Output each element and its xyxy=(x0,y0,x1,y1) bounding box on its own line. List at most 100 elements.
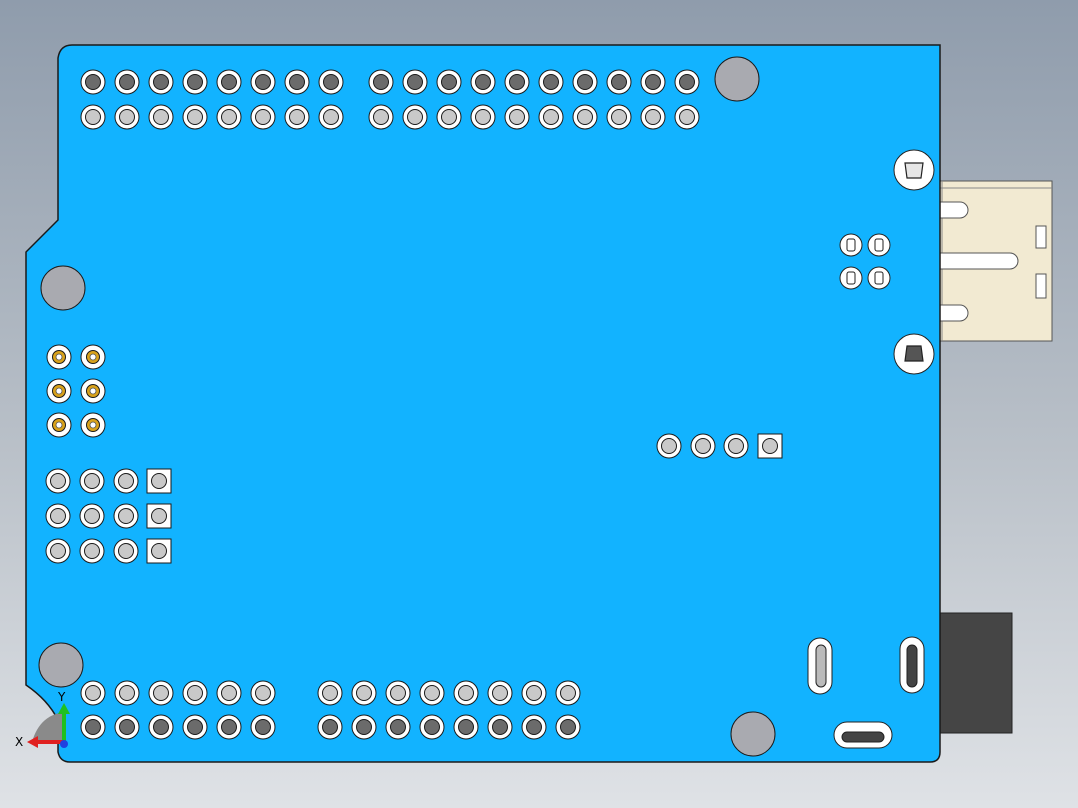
pin-hole xyxy=(119,109,135,125)
pin-hole xyxy=(424,719,440,735)
pin-hole xyxy=(84,508,100,524)
icsp-drill xyxy=(89,421,97,429)
pin-hole xyxy=(85,74,101,90)
pin-hole xyxy=(85,685,101,701)
pin-hole xyxy=(221,109,237,125)
pin-hole xyxy=(187,719,203,735)
pin-hole xyxy=(356,685,372,701)
pin-hole xyxy=(407,109,423,125)
pin-hole xyxy=(255,719,271,735)
pin-hole xyxy=(645,109,661,125)
pin-hole xyxy=(509,109,525,125)
pin-hole xyxy=(679,109,695,125)
pin-hole xyxy=(255,109,271,125)
pin-hole xyxy=(322,685,338,701)
pin-hole xyxy=(255,685,271,701)
pin-hole xyxy=(84,543,100,559)
pin-hole xyxy=(458,719,474,735)
pin-hole xyxy=(289,74,305,90)
pin-hole xyxy=(50,508,66,524)
pin-hole xyxy=(187,109,203,125)
pin-hole xyxy=(151,473,167,489)
icsp-drill xyxy=(55,421,63,429)
pin-hole xyxy=(221,74,237,90)
pin-hole xyxy=(322,719,338,735)
pin-hole xyxy=(151,508,167,524)
pin-hole xyxy=(119,719,135,735)
pin-hole xyxy=(407,74,423,90)
smd-led-pads xyxy=(839,233,891,290)
pcb-board xyxy=(25,44,941,763)
pin-hole xyxy=(390,685,406,701)
pin-hole xyxy=(323,109,339,125)
mounting-hole xyxy=(730,711,776,757)
pin-hole xyxy=(390,719,406,735)
pin-hole xyxy=(153,719,169,735)
pin-hole xyxy=(762,438,778,454)
icsp-drill xyxy=(89,387,97,395)
mounting-hole xyxy=(714,56,760,102)
pin-hole xyxy=(118,508,134,524)
pin-hole xyxy=(151,543,167,559)
mounting-holes xyxy=(38,56,776,757)
pin-hole xyxy=(153,109,169,125)
pin-hole xyxy=(356,719,372,735)
dc-power-jack xyxy=(929,612,1013,734)
pin-hole xyxy=(728,438,744,454)
triad-y-label: Y xyxy=(57,690,66,704)
jack-slots xyxy=(807,636,925,749)
pin-hole xyxy=(695,438,711,454)
pin-hole xyxy=(119,74,135,90)
usb-connector xyxy=(929,180,1053,342)
pin-hole xyxy=(373,74,389,90)
pin-hole xyxy=(187,685,203,701)
pin-hole xyxy=(441,74,457,90)
pin-hole xyxy=(50,473,66,489)
pin-hole xyxy=(458,685,474,701)
mounting-hole xyxy=(38,642,84,688)
pin-hole xyxy=(509,74,525,90)
pin-hole xyxy=(611,109,627,125)
pin-hole xyxy=(475,74,491,90)
pin-hole xyxy=(526,685,542,701)
pin-hole xyxy=(373,109,389,125)
pin-hole xyxy=(645,74,661,90)
pin-hole xyxy=(187,74,203,90)
pin-hole xyxy=(289,109,305,125)
pin-hole xyxy=(255,74,271,90)
pin-hole xyxy=(475,109,491,125)
pin-hole xyxy=(221,719,237,735)
pin-hole xyxy=(661,438,677,454)
pin-hole xyxy=(577,74,593,90)
axis-triad: X Y xyxy=(15,690,70,749)
pin-hole xyxy=(50,543,66,559)
pin-hole xyxy=(560,719,576,735)
pin-hole xyxy=(323,74,339,90)
triad-x-label: X xyxy=(15,735,23,749)
pin-hole xyxy=(492,685,508,701)
pin-hole xyxy=(679,74,695,90)
pin-hole xyxy=(543,74,559,90)
pin-hole xyxy=(153,685,169,701)
pin-hole xyxy=(526,719,542,735)
pin-hole xyxy=(424,685,440,701)
edge-pads xyxy=(893,149,935,375)
pin-hole xyxy=(543,109,559,125)
pin-hole xyxy=(119,685,135,701)
pin-hole xyxy=(560,685,576,701)
pin-hole xyxy=(221,685,237,701)
pin-hole xyxy=(118,473,134,489)
pin-hole xyxy=(441,109,457,125)
triad-z-axis xyxy=(60,740,68,748)
pin-hole xyxy=(492,719,508,735)
icsp-drill xyxy=(55,387,63,395)
triad-base xyxy=(32,712,66,742)
pin-hole xyxy=(153,74,169,90)
pin-hole xyxy=(118,543,134,559)
icsp-drill xyxy=(89,353,97,361)
pin-hole xyxy=(611,74,627,90)
header-pins xyxy=(45,69,783,740)
pin-hole xyxy=(85,109,101,125)
